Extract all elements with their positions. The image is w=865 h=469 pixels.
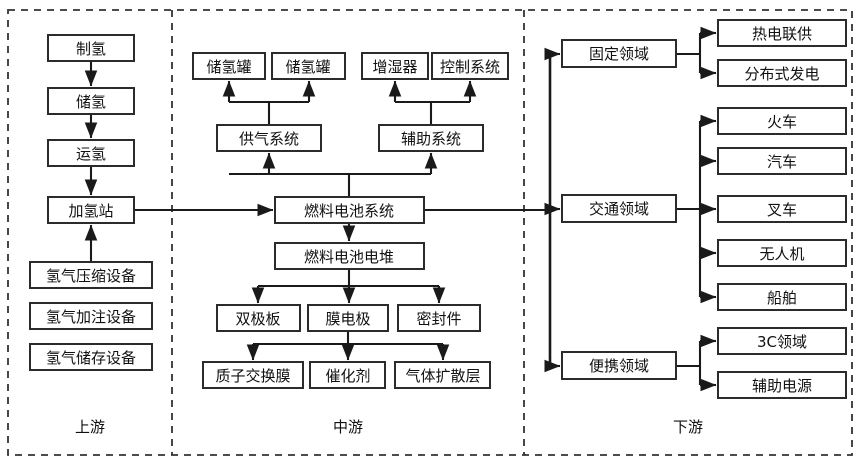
node-gas-diffusion-layer[interactable]: 气体扩散层 [394,361,491,389]
node-fuel-cell-system[interactable]: 燃料电池系统 [274,196,425,224]
node-fuel-cell-stack[interactable]: 燃料电池电堆 [274,242,425,270]
tier-label-downstream: 下游 [673,418,703,436]
conn-bianxie-bus [676,341,702,385]
node-hydrogen-storage-equipment[interactable]: 氢气储存设备 [29,343,153,371]
node-transport-domain-label: 交通领域 [589,200,649,218]
node-auxiliary-system-label: 辅助系统 [401,130,461,148]
conn-jiaotong-bus [676,121,702,297]
node-auxiliary-system[interactable]: 辅助系统 [378,124,484,152]
tier-labels: 上游 中游 下游 [75,418,703,436]
node-hydrogen-storage-equipment-label: 氢气储存设备 [46,349,136,367]
downstream-domains-group: 固定领域 交通领域 便携领域 [561,39,677,380]
conn-mea-materials-bus [253,331,443,346]
node-fuel-cell-stack-label: 燃料电池电堆 [304,248,394,266]
tier-label-midstream: 中游 [333,418,363,436]
node-forklift-label: 叉车 [767,201,797,219]
node-hydrogen-refueling-equipment[interactable]: 氢气加注设备 [29,302,153,330]
outer-dashed-frame [7,9,853,456]
node-fuel-cell-system-label: 燃料电池系统 [304,202,394,220]
node-gas-diffusion-layer-label: 气体扩散层 [405,367,480,385]
node-hydrogen-compression-equipment-label: 氢气压缩设备 [46,267,136,285]
conn-system-to-subsystems-bus [229,172,431,197]
node-transport-domain[interactable]: 交通领域 [561,194,677,223]
node-zhiqing[interactable]: 制氢 [47,34,135,62]
node-sealing-part[interactable]: 密封件 [397,304,481,332]
node-hydrogen-compression-equipment[interactable]: 氢气压缩设备 [29,261,153,289]
node-chuqing-label: 储氢 [76,93,106,111]
node-control-system[interactable]: 控制系统 [431,52,509,80]
node-proton-exchange-membrane-label: 质子交换膜 [215,367,290,385]
node-gas-supply-system-label: 供气系统 [239,130,299,148]
node-yunqing[interactable]: 运氢 [47,139,135,167]
node-chuqing[interactable]: 储氢 [47,87,135,115]
node-humidifier[interactable]: 增湿器 [361,52,429,80]
node-membrane-electrode-label: 膜电极 [325,310,370,328]
node-hydrogen-tank-1-label: 储氢罐 [206,58,251,76]
node-train[interactable]: 火车 [717,107,847,135]
upstream-equipment-group: 氢气压缩设备 氢气加注设备 氢气储存设备 [29,261,153,371]
downstream-connectors [676,26,717,392]
node-bipolar-plate-label: 双极板 [235,310,280,328]
upstream-chain-group: 制氢 储氢 运氢 加氢站 [47,34,135,224]
node-distributed-generation[interactable]: 分布式发电 [717,59,847,87]
node-jiaqingzhan[interactable]: 加氢站 [47,196,135,224]
node-stationary-domain[interactable]: 固定领域 [561,39,677,68]
node-distributed-generation-label: 分布式发电 [744,65,819,83]
tier-frame-group [7,9,853,456]
node-3c-domain[interactable]: 3C领域 [717,327,847,355]
tier-label-upstream: 上游 [75,418,105,436]
node-control-system-label: 控制系统 [440,58,500,76]
node-yunqing-label: 运氢 [76,145,106,163]
conn-stack-parts-bus [258,269,439,288]
node-auxiliary-power[interactable]: 辅助电源 [717,371,847,399]
node-membrane-electrode[interactable]: 膜电极 [307,304,389,332]
node-drone-label: 无人机 [759,245,804,263]
conn-gongqi-tank-bus [229,100,309,125]
node-jiaqingzhan-label: 加氢站 [68,202,113,220]
midstream-connectors [222,80,477,361]
node-proton-exchange-membrane[interactable]: 质子交换膜 [202,361,304,389]
node-car[interactable]: 汽车 [717,147,847,175]
node-ship-label: 船舶 [767,289,797,307]
node-sealing-part-label: 密封件 [416,310,461,328]
midstream-group: 储氢罐 储氢罐 增湿器 控制系统 供气系统 辅助系统 [192,52,509,389]
node-catalyst[interactable]: 催化剂 [309,361,386,389]
node-train-label: 火车 [767,113,797,131]
node-humidifier-label: 增湿器 [372,58,417,76]
conn-fuzhu-aux-bus [395,100,470,125]
downstream-trunk [424,47,561,373]
node-hydrogen-tank-1[interactable]: 储氢罐 [192,52,266,80]
node-3c-domain-label: 3C领域 [757,333,807,351]
node-portable-domain-label: 便携领域 [589,357,649,375]
node-gas-supply-system[interactable]: 供气系统 [216,124,322,152]
node-portable-domain[interactable]: 便携领域 [561,351,677,380]
node-stationary-domain-label: 固定领域 [589,45,649,63]
node-drone[interactable]: 无人机 [717,239,847,267]
node-hydrogen-refueling-equipment-label: 氢气加注设备 [46,308,136,326]
node-zhiqing-label: 制氢 [76,40,106,58]
conn-guding-bus [676,33,702,73]
node-car-label: 汽车 [767,153,797,171]
node-hydrogen-tank-2[interactable]: 储氢罐 [271,52,346,80]
node-combined-heat-power-label: 热电联供 [752,25,812,43]
node-forklift[interactable]: 叉车 [717,195,847,223]
node-bipolar-plate[interactable]: 双极板 [216,304,301,332]
node-catalyst-label: 催化剂 [325,367,370,385]
node-hydrogen-tank-2-label: 储氢罐 [285,58,330,76]
node-auxiliary-power-label: 辅助电源 [752,377,812,395]
node-combined-heat-power[interactable]: 热电联供 [717,19,847,47]
downstream-applications-group: 热电联供 分布式发电 火车 汽车 叉车 无人机 [717,19,847,399]
node-ship[interactable]: 船舶 [717,283,847,311]
